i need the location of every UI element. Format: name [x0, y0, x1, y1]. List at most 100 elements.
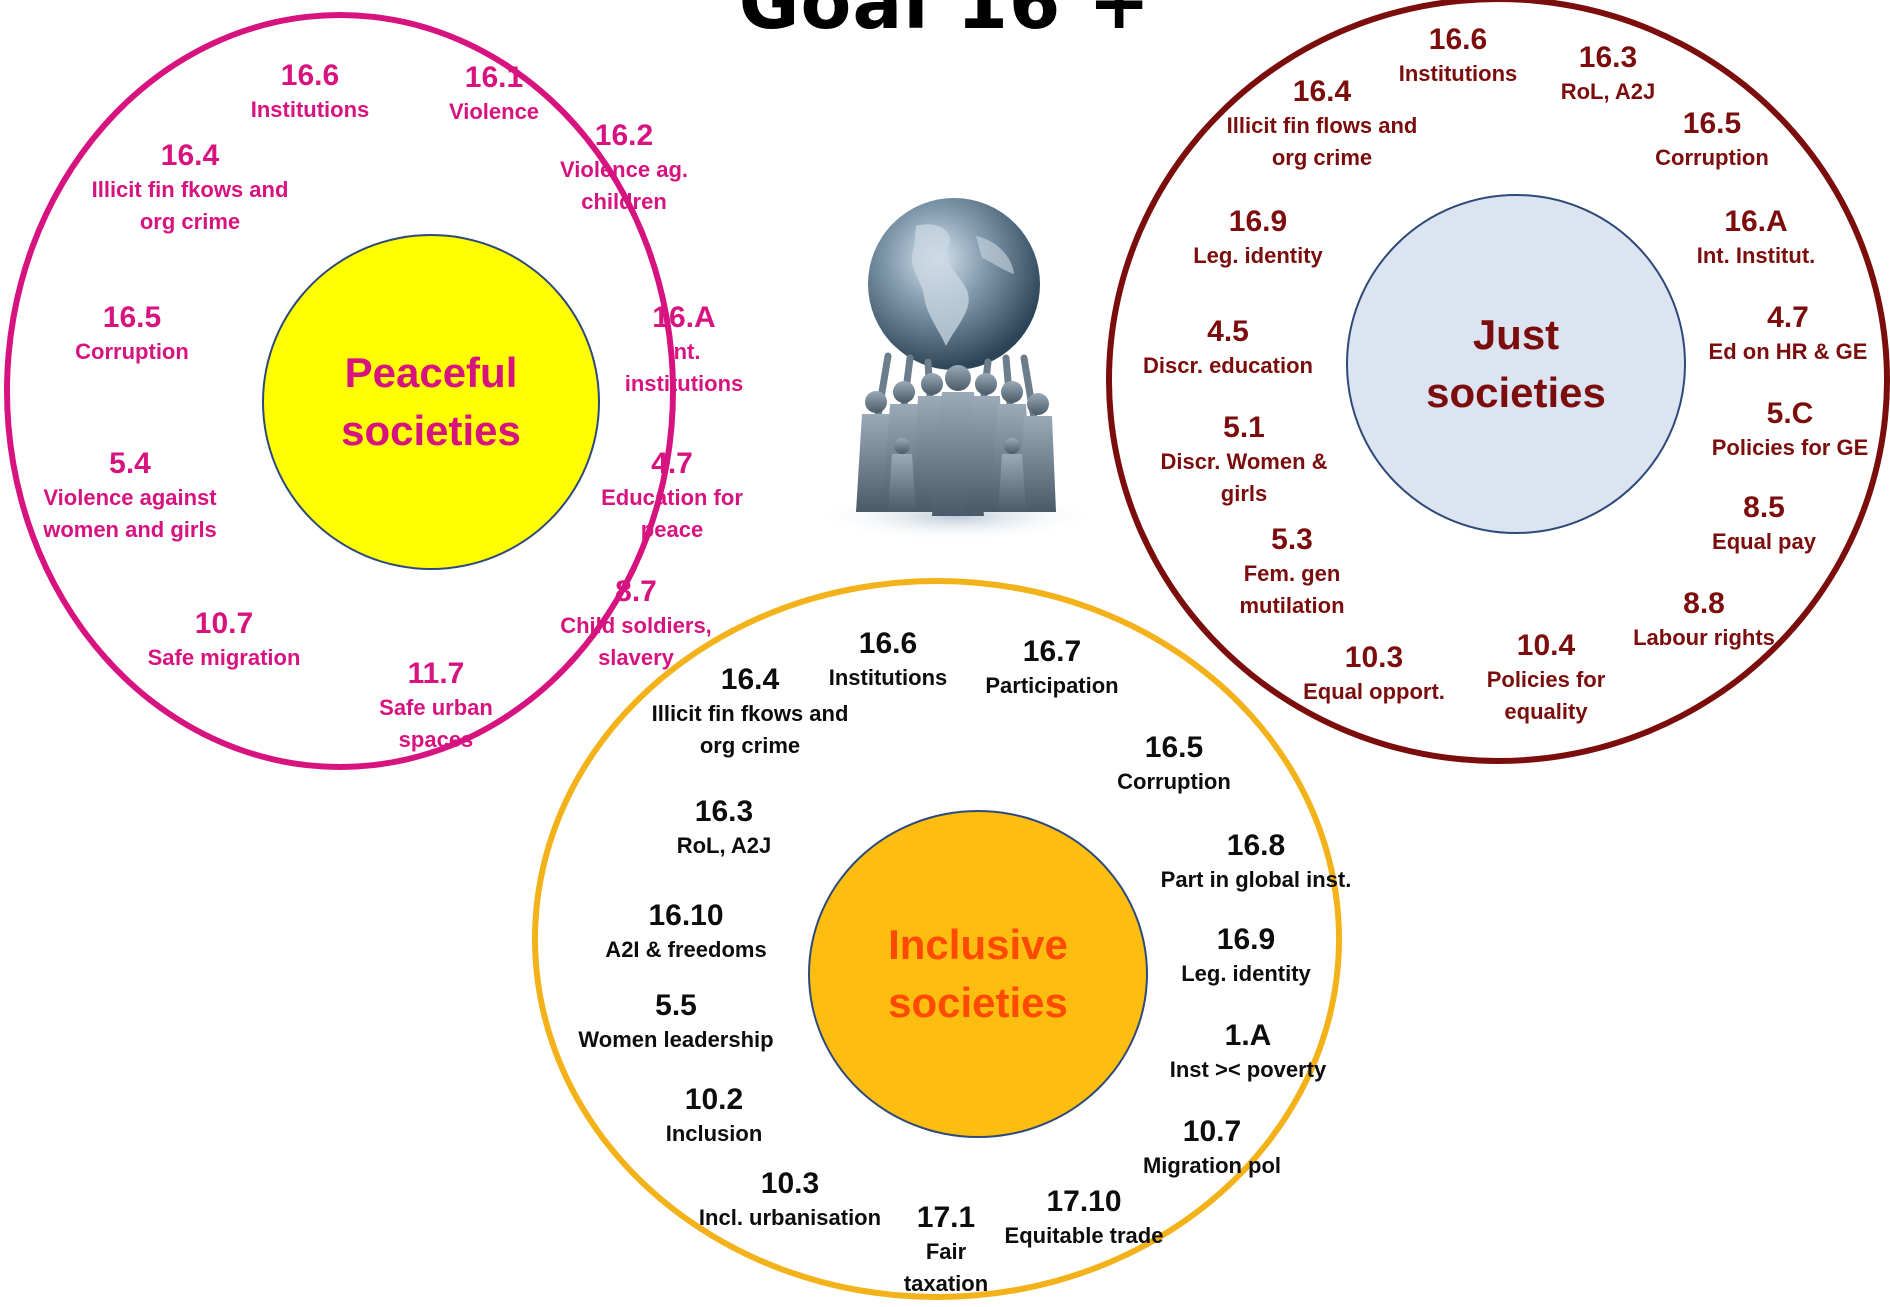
target-label: A2I & freedoms [605, 937, 767, 962]
target-number: 16.6 [280, 59, 340, 92]
target-label-line2: girls [1220, 481, 1268, 506]
target-number: 16.8 [1226, 829, 1286, 862]
target-number: 10.2 [684, 1083, 744, 1116]
target-number: 8.8 [1683, 587, 1725, 620]
target-label-line2: equality [1504, 699, 1588, 724]
target-label: Part in global inst. [1160, 867, 1352, 892]
target-label: Int. Institut. [1696, 243, 1816, 268]
target-label: Institutions [828, 665, 948, 690]
peaceful-societies-core: Peaceful societies [262, 234, 600, 570]
target-label: Corruption [1117, 769, 1231, 794]
target-number: 11.7 [407, 657, 465, 690]
globe-held-by-people-illustration [816, 198, 1096, 542]
target-label: Women leadership [578, 1027, 774, 1052]
target-label: Violence [448, 99, 540, 124]
peaceful-title-line2: societies [341, 407, 521, 454]
inclusive-societies-ring [532, 578, 1342, 1300]
target-number: 16.9 [1228, 205, 1288, 238]
target-label: Inst >< poverty [1169, 1057, 1327, 1082]
target-number: 4.7 [651, 447, 693, 480]
target-label: Illicit fin flows and [1226, 113, 1418, 138]
target-number: 10.7 [194, 607, 254, 640]
target-number: 8.5 [1743, 491, 1785, 524]
target-label: Migration pol [1142, 1153, 1282, 1178]
target-number: 16.5 [1682, 107, 1742, 140]
target-number: 16.3 [1578, 41, 1638, 74]
target-label-line2: institutions [624, 371, 744, 396]
target-label: RoL, A2J [1560, 79, 1656, 104]
diagram-title: Goal 16 + [738, 0, 1152, 46]
just-title-line2: societies [1426, 369, 1606, 416]
target-number: 5.4 [109, 447, 151, 480]
target-label: Labour rights [1633, 625, 1775, 650]
target-number: 5.5 [655, 989, 697, 1022]
target-label: Participation [985, 673, 1119, 698]
target-number: 10.4 [1516, 629, 1576, 662]
target-label: Inclusion [665, 1121, 763, 1146]
just-societies-ring [1106, 0, 1890, 764]
target-label-line2: taxation [903, 1271, 989, 1296]
target-label: Violence ag. [560, 157, 688, 182]
target-number: 16.10 [648, 899, 724, 932]
target-number: 16.5 [1144, 731, 1204, 764]
target-label: Leg. identity [1181, 961, 1311, 986]
target-label-line2: org crime [139, 209, 241, 234]
target-label-line2: org crime [699, 733, 801, 758]
target-label: Ed on HR & GE [1708, 339, 1868, 364]
target-label-line2: mutilation [1239, 593, 1345, 618]
target-label-line2: spaces [398, 727, 474, 752]
target-number: 16.4 [720, 663, 780, 696]
inclusive-title-line1: Inclusive [888, 921, 1068, 968]
target-number: 16.9 [1216, 923, 1276, 956]
target-number: 1.A [1224, 1019, 1272, 1052]
target-number: 16.4 [160, 139, 220, 172]
target-label-line2: org crime [1271, 145, 1373, 170]
target-label: Policies for [1486, 667, 1606, 692]
target-number: 10.3 [760, 1167, 820, 1200]
target-label: Education for [601, 485, 743, 510]
target-number: 4.7 [1767, 301, 1809, 334]
target-label: Corruption [1655, 145, 1769, 170]
target-label: Safe migration [147, 645, 301, 670]
peaceful-title-line1: Peaceful [344, 349, 518, 396]
target-label: Fair [925, 1239, 967, 1264]
just-target-4-7: 4.7 Ed on HR & GE [1709, 300, 1868, 368]
target-number: 16.3 [694, 795, 754, 828]
target-label: Policies for GE [1711, 435, 1869, 460]
target-number: 17.1 [916, 1201, 976, 1234]
target-label: Incl. urbanisation [698, 1205, 882, 1230]
target-number: 4.5 [1207, 315, 1249, 348]
target-label: Institutions [250, 97, 370, 122]
target-number: 16.6 [1428, 23, 1488, 56]
